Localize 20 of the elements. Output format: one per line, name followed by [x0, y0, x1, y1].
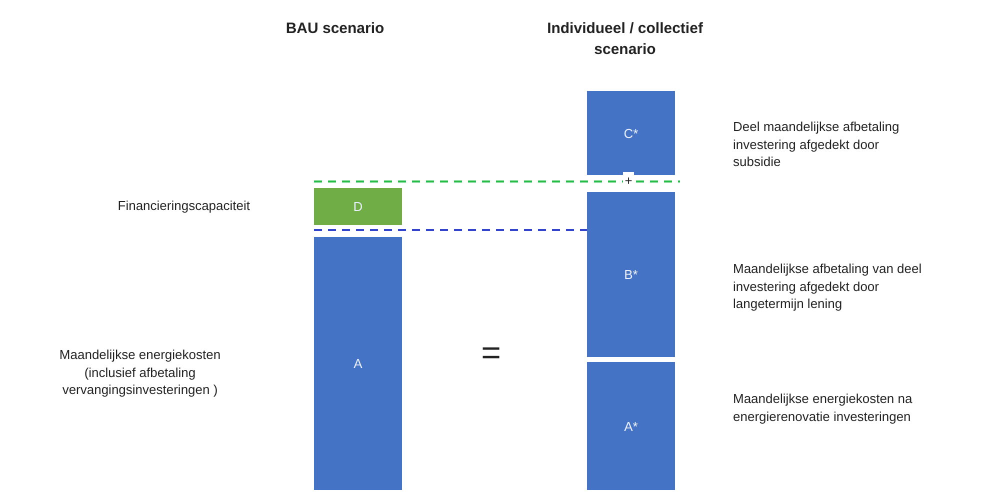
description-text: Maandelijkse afbetaling van deel investering afgedekt door langetermijn lening: [733, 260, 923, 313]
dashed-level-line: [314, 229, 587, 231]
bar-segment: [587, 362, 675, 490]
bar-segment: [587, 192, 675, 357]
column-title: Individueel / collectief scenario: [546, 19, 704, 60]
equals-sign: =: [480, 336, 502, 370]
dashed-level-line: [314, 180, 680, 182]
description-text: Deel maandelijkse afbetaling investering afgedekt door subsidie: [733, 118, 900, 171]
bar-segment: [314, 188, 402, 225]
bar-segment: [587, 91, 675, 175]
segment-label: C*: [624, 126, 638, 140]
description-text: Financieringscapaciteit: [116, 197, 250, 215]
segment-label: D: [353, 199, 363, 214]
segment-label: B*: [624, 267, 638, 282]
description-text: Maandelijkse energiekosten (inclusief afbetaling vervangingsinvesteringen ): [58, 346, 222, 399]
bar-segment: [314, 237, 402, 490]
segment-label: A: [354, 356, 362, 371]
segment-label: A*: [624, 418, 638, 434]
description-text: Maandelijkse energiekosten na energierenovatie investeringen: [733, 390, 914, 426]
column-title: BAU scenario: [284, 19, 386, 39]
